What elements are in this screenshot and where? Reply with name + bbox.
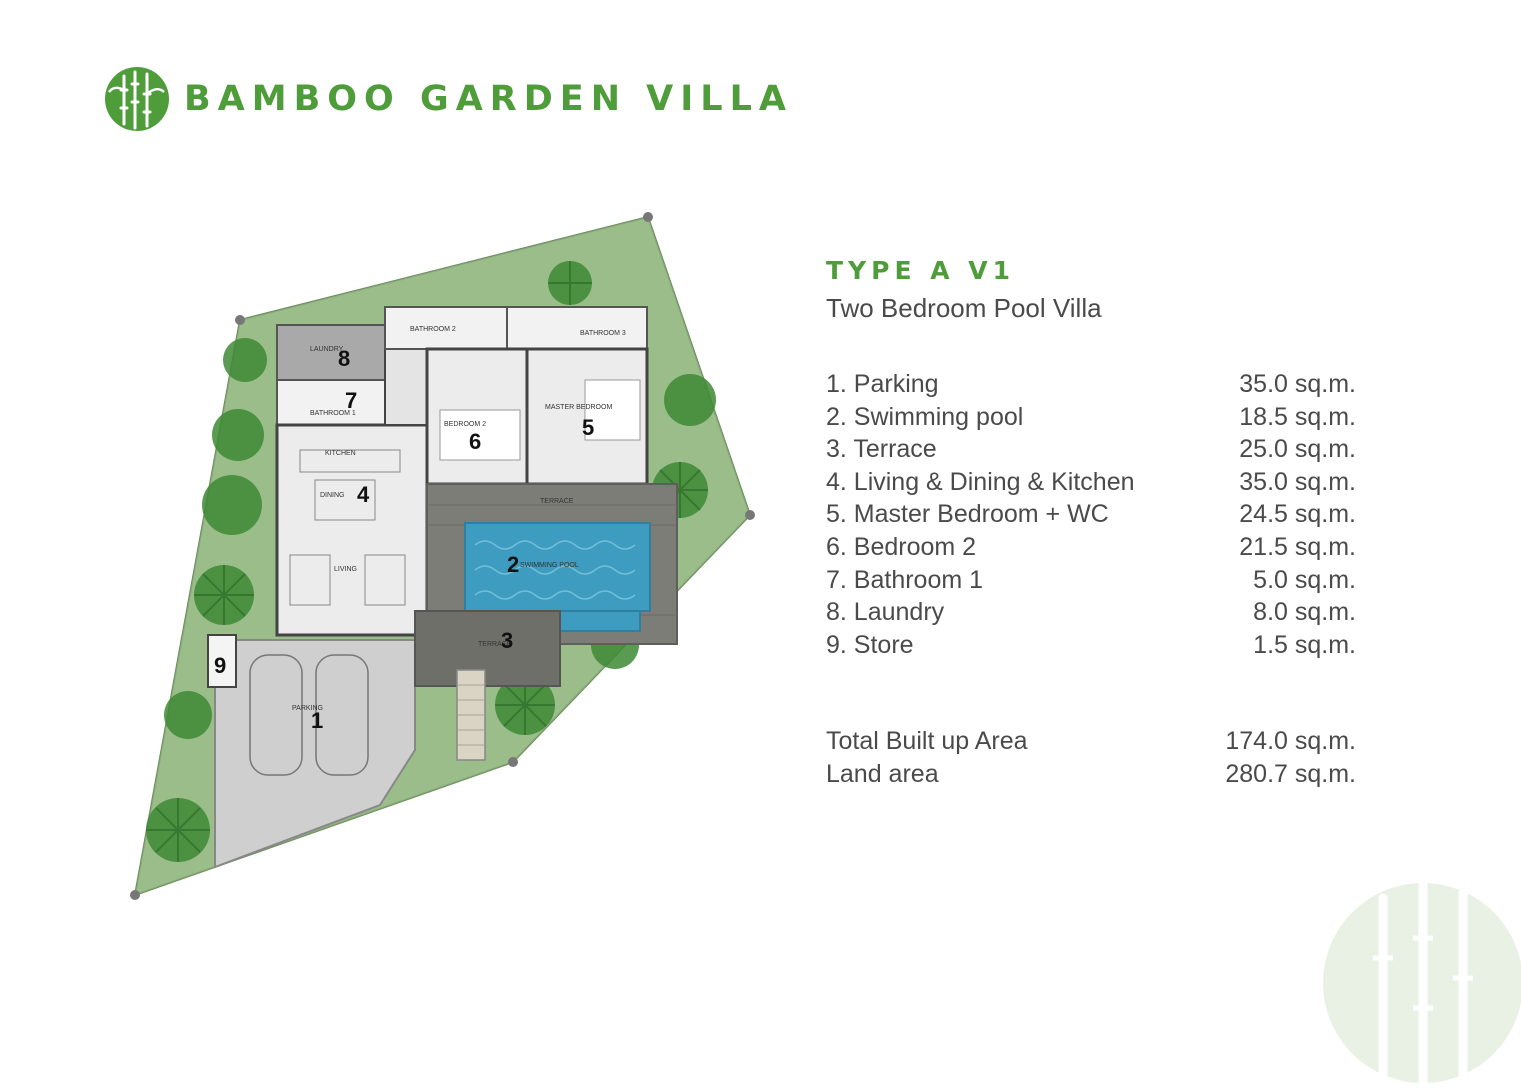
marker-3: 3 [501,628,513,653]
area-label: 9. Store [826,630,914,659]
total-row: Land area 280.7 sq.m. [826,760,1356,793]
area-value: 18.5 sq.m. [1239,402,1356,431]
total-label: Total Built up Area [826,727,1028,755]
area-row: 5. Master Bedroom + WC 24.5 sq.m. [826,500,1356,533]
store-room [207,634,237,688]
area-value: 35.0 sq.m. [1239,467,1356,496]
marker-5: 5 [582,415,594,440]
area-value: 8.0 sq.m. [1253,598,1356,627]
area-label: 8. Laundry [826,598,945,627]
bathroom-3 [506,306,648,350]
area-row: 4. Living & Dining & Kitchen 35.0 sq.m. [826,468,1356,501]
total-label: Land area [826,759,939,788]
label-kitchen: KITCHEN [325,450,356,457]
floor-plan: BATHROOM 2 BATHROOM 3 LAUNDRY BATHROOM 1… [130,212,755,900]
brand-title: BAMBOO GARDEN VILLA [184,79,793,119]
bamboo-logo-icon [105,67,169,131]
total-row: Total Built up Area 174.0 sq.m. [826,727,1356,760]
terrace-area [414,610,561,687]
marker-4: 4 [357,482,370,507]
villa-type-title: TYPE A V1 [826,256,1016,285]
area-row: 3. Terrace 25.0 sq.m. [826,435,1356,468]
brand-header: BAMBOO GARDEN VILLA [104,66,793,132]
label-bedroom-2: BEDROOM 2 [444,421,486,428]
area-row: 9. Store 1.5 sq.m. [826,631,1356,664]
area-list: 1. Parking 35.0 sq.m. 2. Swimming pool 18.… [826,370,1356,663]
label-master-bedroom: MASTER BEDROOM [545,404,612,411]
area-value: 1.5 sq.m. [1253,630,1356,659]
villa-subtitle: Two Bedroom Pool Villa [826,293,1102,323]
area-value: 21.5 sq.m. [1239,532,1356,561]
area-value: 5.0 sq.m. [1253,565,1356,594]
area-label: 2. Swimming pool [826,402,1024,431]
label-swimming-pool: SWIMMING POOL [520,562,579,569]
area-row: 1. Parking 35.0 sq.m. [826,370,1356,403]
area-value: 25.0 sq.m. [1239,435,1356,464]
label-dining: DINING [320,492,345,499]
area-label: 3. Terrace [826,435,937,464]
label-parking: PARKING [292,705,323,712]
label-terrace-top: TERRACE [540,498,574,505]
marker-9: 9 [214,653,226,678]
area-label: 5. Master Bedroom + WC [826,500,1109,529]
bathroom-1 [276,379,386,426]
label-bathroom-3: BATHROOM 3 [580,330,626,337]
area-label: 4. Living & Dining & Kitchen [826,467,1135,496]
area-row: 8. Laundry 8.0 sq.m. [826,598,1356,631]
area-row: 7. Bathroom 1 5.0 sq.m. [826,566,1356,599]
marker-2: 2 [507,552,519,577]
area-row: 2. Swimming pool 18.5 sq.m. [826,403,1356,436]
area-label: 6. Bedroom 2 [826,532,977,561]
label-bathroom-1: BATHROOM 1 [310,410,356,417]
parking-area [214,639,416,869]
marker-8: 8 [338,346,350,371]
bathroom-2 [384,306,508,350]
label-living: LIVING [334,566,357,573]
bamboo-watermark-icon [1323,878,1521,1088]
marker-1: 1 [311,708,323,733]
area-row: 6. Bedroom 2 21.5 sq.m. [826,533,1356,566]
marker-7: 7 [345,388,357,413]
label-laundry: LAUNDRY [310,346,344,353]
label-terrace: TERRACE [478,641,512,648]
laundry-room [276,324,386,381]
area-value: 35.0 sq.m. [1239,370,1356,398]
area-label: 1. Parking [826,370,939,398]
total-value: 174.0 sq.m. [1225,727,1356,755]
area-label: 7. Bathroom 1 [826,565,984,594]
total-value: 280.7 sq.m. [1225,759,1356,788]
label-bathroom-2: BATHROOM 2 [410,326,456,333]
marker-6: 6 [469,429,481,454]
area-value: 24.5 sq.m. [1239,500,1356,529]
totals-list: Total Built up Area 174.0 sq.m. Land area… [826,727,1356,792]
